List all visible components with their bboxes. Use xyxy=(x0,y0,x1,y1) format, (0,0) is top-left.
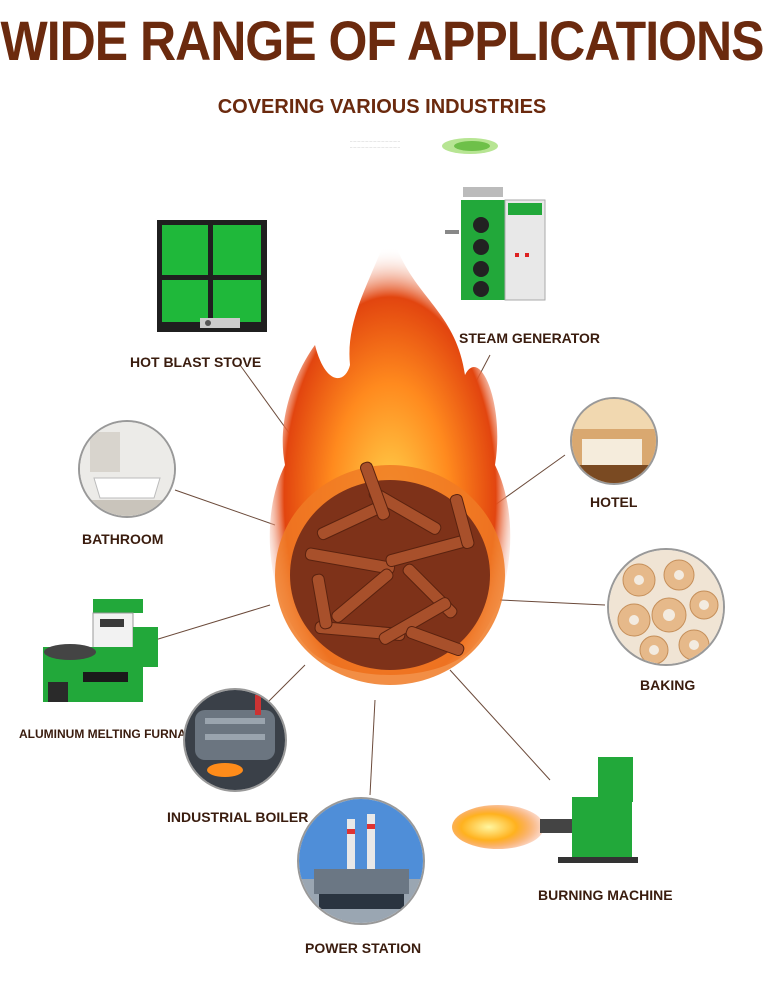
fire-pellets-illustration xyxy=(255,215,525,705)
leaf-icon xyxy=(442,138,498,154)
steam-generator-image xyxy=(445,187,546,301)
fine-print-decoration: ········································… xyxy=(349,139,401,150)
bathroom-image xyxy=(78,420,176,518)
label-hot-blast-stove: HOT BLAST STOVE xyxy=(130,354,262,370)
label-power-station: POWER STATION xyxy=(305,940,422,956)
aluminum-melting-furnace-image xyxy=(43,599,158,702)
hotel-image xyxy=(570,397,658,485)
industrial-boiler-image xyxy=(183,688,287,792)
label-aluminum-melting-furnace: ALUMINUM MELTING FURNACE xyxy=(19,727,203,741)
label-baking: BAKING xyxy=(640,677,696,693)
baking-image xyxy=(607,548,725,666)
hot-blast-stove-image xyxy=(157,220,267,332)
label-industrial-boiler: INDUSTRIAL BOILER xyxy=(167,809,309,825)
page-title: WIDE RANGE OF APPLICATIONS xyxy=(0,9,764,73)
label-bathroom: BATHROOM xyxy=(82,531,164,547)
label-burning-machine: BURNING MACHINE xyxy=(538,887,673,903)
page-subtitle: COVERING VARIOUS INDUSTRIES xyxy=(217,96,547,118)
burning-machine-image xyxy=(452,757,638,863)
label-steam-generator: STEAM GENERATOR xyxy=(459,330,601,346)
label-hotel: HOTEL xyxy=(590,494,638,510)
power-station-image xyxy=(297,797,425,925)
